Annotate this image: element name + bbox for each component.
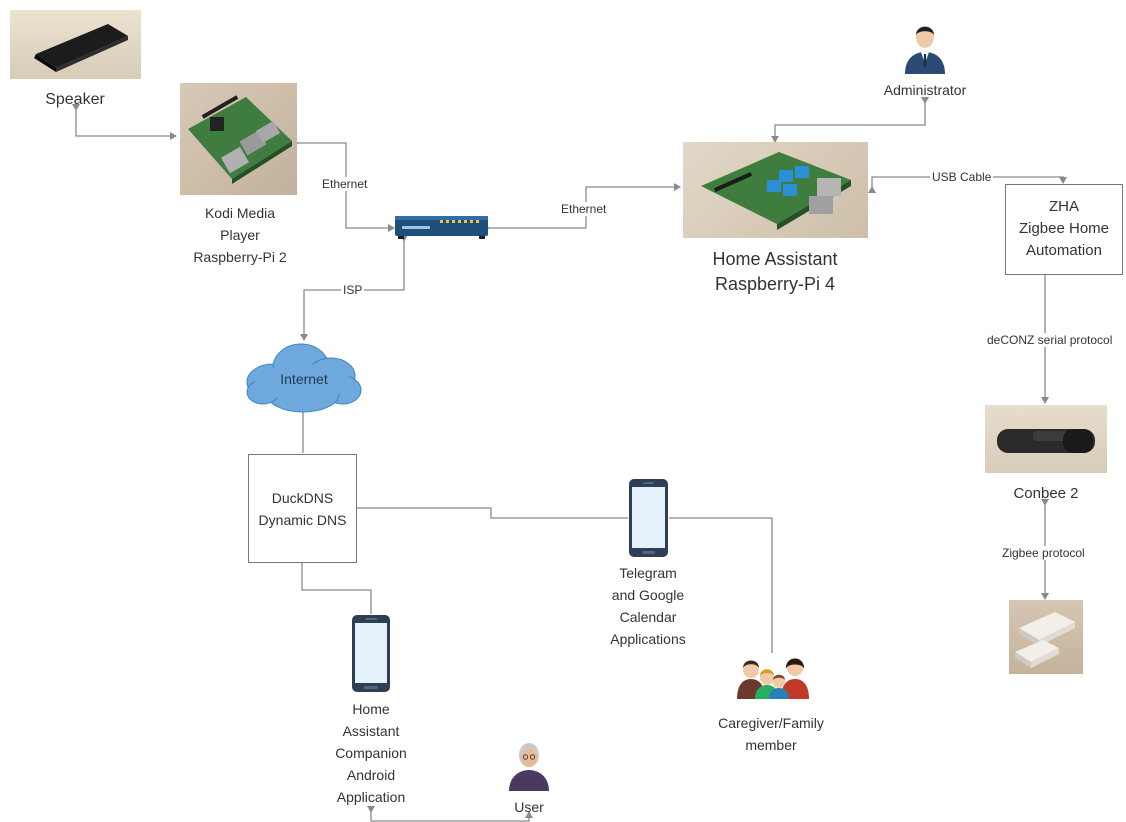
companion-label-line-5: Application	[336, 789, 406, 805]
edge-speaker-kodi	[72, 104, 177, 140]
edge-telegram-caregiver	[669, 517, 773, 653]
telegram-label-line-3: Calendar	[619, 609, 677, 625]
home-assistant-raspberry-pi-4-photo	[683, 142, 868, 238]
zha-label-line-1: ZHA	[1049, 198, 1079, 215]
duckdns-label-line-2: Dynamic DNS	[258, 512, 347, 528]
kodi-label-line-3: Raspberry-Pi 2	[193, 249, 287, 265]
duckdns-label-line-1: DuckDNS	[271, 490, 334, 506]
telegram-label-line-1: Telegram	[619, 565, 677, 581]
conbee-label: Conbee 2	[1013, 485, 1079, 502]
zha-label-line-2: Zigbee Home	[1018, 220, 1110, 237]
zha-label: ZHA Zigbee Home Automation	[1005, 196, 1123, 262]
telegram-label-line-4: Applications	[610, 631, 686, 647]
speaker-label: Speaker	[45, 91, 105, 108]
speaker-photo	[10, 10, 141, 79]
home-assistant-label: Home Assistant Raspberry-Pi 4	[680, 247, 870, 297]
zha-box	[1005, 184, 1123, 275]
zha-label-line-3: Automation	[1026, 242, 1102, 259]
companion-label: Home Assistant Companion Android Applica…	[306, 698, 436, 808]
companion-label-line-4: Android	[346, 767, 396, 783]
user-label: User	[514, 799, 544, 815]
telegram-label-line-2: and Google	[611, 587, 685, 603]
caregiver-label-line-1: Caregiver/Family	[718, 715, 824, 731]
edge-label-zha-conbee: deCONZ serial protocol	[985, 333, 1115, 347]
edge-label-conbee-sensor: Zigbee protocol	[1000, 546, 1087, 560]
telegram-phone-icon	[628, 478, 669, 558]
caregiver-label-line-2: member	[745, 737, 797, 753]
home-assistant-label-line-2: Raspberry-Pi 4	[714, 274, 836, 294]
internet-label: Internet	[280, 371, 328, 387]
edge-label-kodi-router: Ethernet	[320, 177, 370, 191]
edge-companion-user	[367, 806, 533, 822]
conbee-2-photo	[985, 405, 1107, 473]
edge-duckdns-companion	[301, 563, 372, 614]
caregiver-family-icon	[737, 653, 809, 699]
edge-label-ha-zha: USB Cable	[930, 170, 994, 184]
kodi-label-line-2: Player	[220, 227, 260, 243]
edge-admin-ha	[771, 97, 929, 143]
internet-cloud-icon	[243, 340, 365, 415]
kodi-raspberry-pi-2-photo	[180, 83, 297, 195]
companion-phone-icon	[351, 614, 391, 693]
edge-label-router-internet: ISP	[341, 283, 365, 297]
router-icon	[394, 214, 489, 240]
user-elderly-icon	[507, 737, 551, 791]
edge-duckdns-telegram	[357, 507, 628, 519]
duckdns-box	[248, 454, 357, 563]
companion-label-line-2: Assistant	[342, 723, 400, 739]
duckdns-label: DuckDNS Dynamic DNS	[248, 487, 357, 531]
zigbee-door-sensor-photo	[1009, 600, 1083, 674]
telegram-label: Telegram and Google Calendar Application…	[583, 562, 713, 650]
companion-label-line-1: Home	[352, 701, 390, 717]
edge-label-router-ha: Ethernet	[559, 202, 609, 216]
companion-label-line-3: Companion	[335, 745, 407, 761]
administrator-label: Administrator	[883, 82, 967, 98]
home-assistant-label-line-1: Home Assistant	[712, 249, 838, 269]
kodi-label: Kodi Media Player Raspberry-Pi 2	[170, 202, 310, 268]
kodi-label-line-1: Kodi Media	[204, 205, 276, 221]
caregiver-label: Caregiver/Family member	[700, 712, 842, 756]
administrator-icon	[903, 20, 947, 74]
